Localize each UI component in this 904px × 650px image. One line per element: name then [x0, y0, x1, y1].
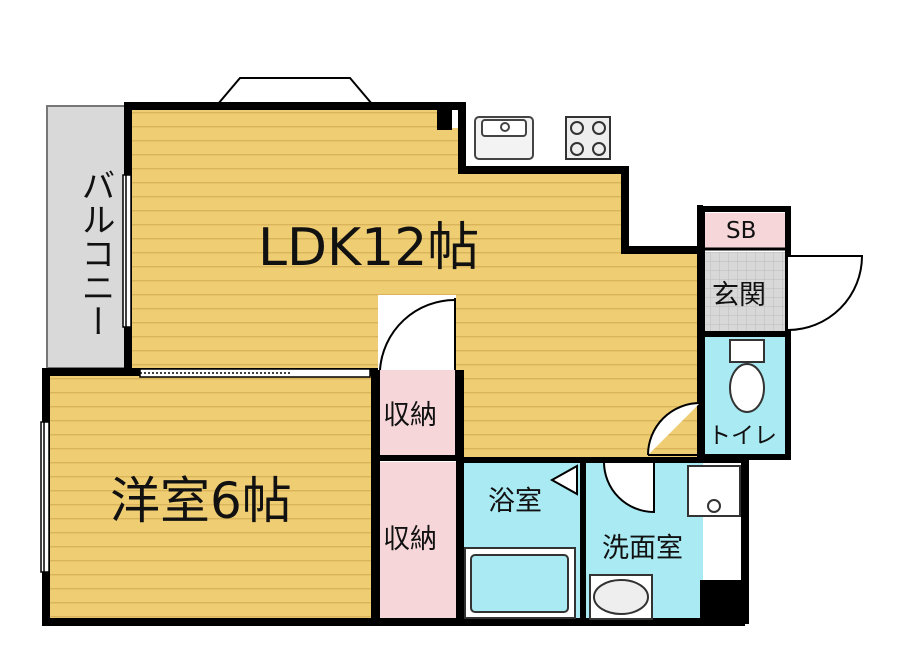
- door-toilet: [647, 402, 701, 456]
- room-label-washroom: 洗面室: [602, 533, 683, 564]
- room-label-bath: 浴室: [488, 486, 542, 517]
- entrance-floor: [705, 252, 785, 332]
- window-left: [40, 174, 132, 573]
- balcony: [46, 105, 128, 369]
- door-ldk: [378, 295, 456, 371]
- room-label-toilet: トイレ: [708, 423, 777, 449]
- ldk-floor: [128, 108, 700, 458]
- shoe-box-floor: [705, 213, 785, 249]
- door-bath: [549, 464, 578, 496]
- bathtub-icon: [464, 547, 576, 619]
- door-entrance: [787, 255, 864, 331]
- room-label-ldk: LDK12帖: [258, 218, 480, 278]
- room-label-shoe-box: SB: [726, 218, 757, 244]
- sliding-door-ldk: [139, 368, 371, 378]
- washbasin-icon: [589, 574, 653, 620]
- walls: [42, 102, 791, 626]
- bedroom-floor: [46, 375, 372, 621]
- room-label-bedroom: 洋室6帖: [110, 472, 292, 530]
- room-label-storage-lower: 収納: [383, 524, 437, 555]
- bay-window: [217, 77, 373, 105]
- toilet-icon: [729, 339, 765, 413]
- room-label-storage-upper: 収納: [383, 400, 437, 431]
- stove-icon: [565, 116, 611, 160]
- storage-upper-floor: [378, 370, 458, 456]
- door-washroom: [602, 461, 655, 514]
- washing-machine-icon: [687, 465, 741, 517]
- balcony-label: バルコニー: [75, 168, 115, 338]
- room-label-entrance: 玄関: [712, 280, 766, 311]
- storage-lower-floor: [378, 462, 458, 622]
